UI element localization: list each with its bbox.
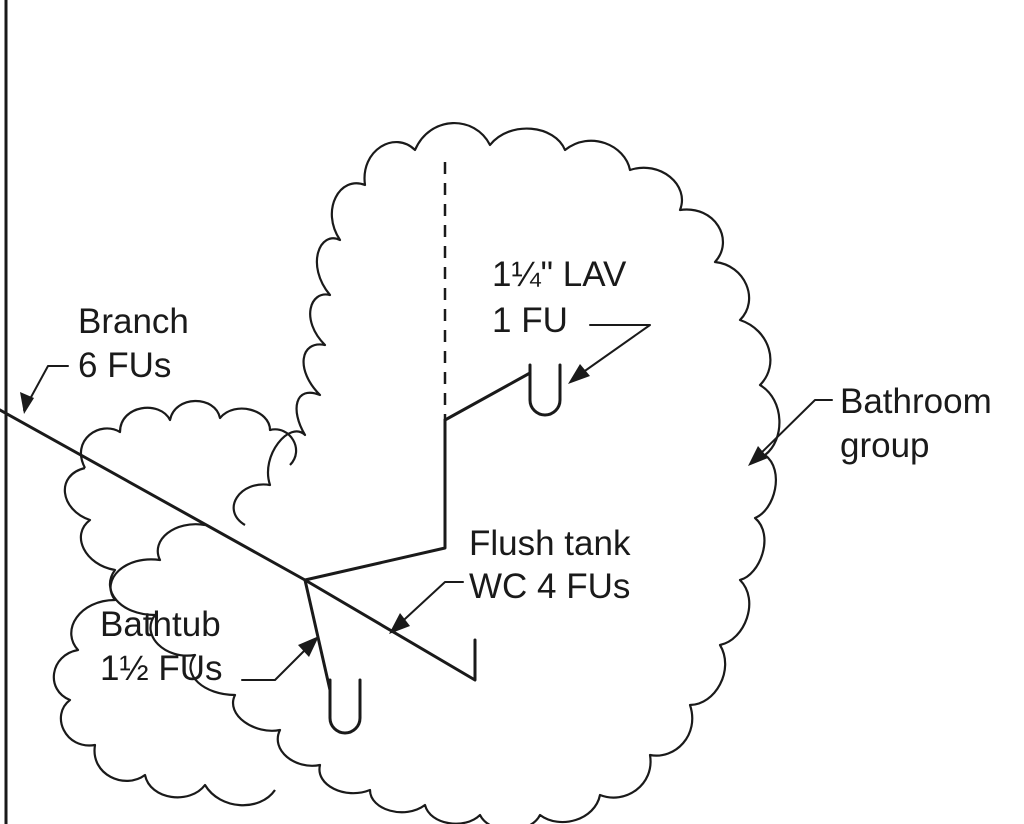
bathtub-arrowhead: [298, 636, 319, 657]
lav-leader: [571, 324, 651, 381]
bathroom-arrowhead: [748, 446, 768, 466]
bathroom-group-label: Bathroom group: [840, 382, 1001, 465]
bathtub-leader: [241, 639, 316, 681]
bathtub-trap: [328, 678, 362, 735]
lav-arrowhead: [568, 364, 590, 384]
bathroom-group-cloud: [63, 122, 781, 824]
flush-tank-label: Flush tank WC 4 FUs: [469, 524, 640, 606]
branch-leader: [23, 365, 69, 411]
branch-pipe: [0, 408, 477, 682]
flush-arrowhead: [389, 613, 410, 634]
lower-cloud: [52, 523, 276, 807]
bathtub-label: Bathtub 1½ FUs: [100, 605, 230, 688]
flush-leader: [392, 581, 464, 631]
branch-arrowhead: [20, 392, 34, 414]
bathroom-leader: [751, 399, 833, 463]
branch-label: Branch 6 FUs: [78, 302, 199, 385]
lav-label: 1¼" LAV 1 FU: [492, 255, 636, 340]
lav-trap: [528, 363, 562, 417]
bathtub-cloud: [79, 399, 298, 469]
lav-arm: [443, 371, 532, 422]
bathtub-pipe: [303, 578, 332, 692]
wc-pipe: [303, 418, 447, 582]
